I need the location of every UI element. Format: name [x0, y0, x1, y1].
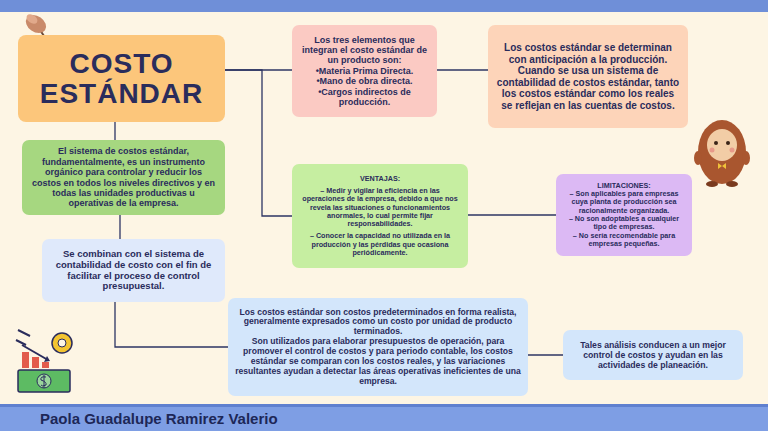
definition-detail-box: Los costos estándar son costos predeterm… — [228, 298, 528, 396]
limitations-box: LIMITACIONES:– Son aplicables para empre… — [556, 174, 692, 256]
determination-box: Los costos estándar se determinan con an… — [488, 25, 688, 128]
connector-line — [468, 214, 556, 215]
box-text: •Materia Prima Directa. — [299, 66, 430, 76]
box-heading: VENTAJAS: — [299, 175, 461, 183]
analysis-box: Tales análisis conducen a un mejor contr… — [563, 330, 743, 380]
box-text: – No sería recomendable para empresas pe… — [562, 232, 686, 249]
elements-box: Los tres elementos que integran el costo… — [292, 25, 437, 117]
box-heading: LIMITACIONES: — [562, 182, 686, 190]
connector-line — [115, 302, 228, 347]
connector-line — [528, 354, 563, 355]
advantages-box: VENTAJAS: – Medir y vigilar la eficiencia… — [292, 164, 468, 268]
box-text: – No son adoptables a cualquier tipo de … — [562, 215, 686, 232]
box-text: Los tres elementos que integran el costo… — [299, 35, 430, 66]
connector-line — [119, 215, 120, 239]
box-text: Los costos estándar son costos predeterm… — [235, 308, 521, 338]
definition-box: El sistema de costos estándar, fundament… — [22, 140, 225, 215]
box-text: •Cargos indirectos de producción. — [299, 87, 430, 108]
box-text: – Medir y vigilar la eficiencia en las o… — [299, 187, 461, 228]
connector-line — [225, 70, 292, 216]
doll-figure — [694, 120, 750, 187]
box-text: •Mano de obra directa. — [299, 76, 430, 86]
connector-line — [437, 69, 488, 70]
connector-line — [114, 122, 115, 140]
box-text: COSTO ESTÁNDAR — [28, 49, 215, 108]
box-text: Los costos estándar se determinan con an… — [496, 42, 680, 111]
money-chart-icon — [16, 330, 72, 392]
top-band — [0, 0, 768, 12]
title-box: COSTO ESTÁNDAR — [18, 35, 225, 122]
author-name: Paola Guadalupe Ramirez Valerio — [40, 410, 278, 427]
box-text: – Conocer la capacidad no utilizada en l… — [299, 232, 461, 257]
box-text: Son utilizados para elaborar presupuesto… — [235, 337, 521, 386]
box-text: Tales análisis conducen a un mejor contr… — [571, 340, 735, 370]
bottom-band — [0, 404, 768, 431]
box-text: Se combinan con el sistema de contabilid… — [50, 249, 217, 293]
band-stripe — [0, 404, 768, 407]
combination-box: Se combinan con el sistema de contabilid… — [42, 239, 225, 302]
box-text: – Son aplicables para empresas cuya plan… — [562, 190, 686, 215]
box-text: El sistema de costos estándar, fundament… — [30, 146, 217, 208]
